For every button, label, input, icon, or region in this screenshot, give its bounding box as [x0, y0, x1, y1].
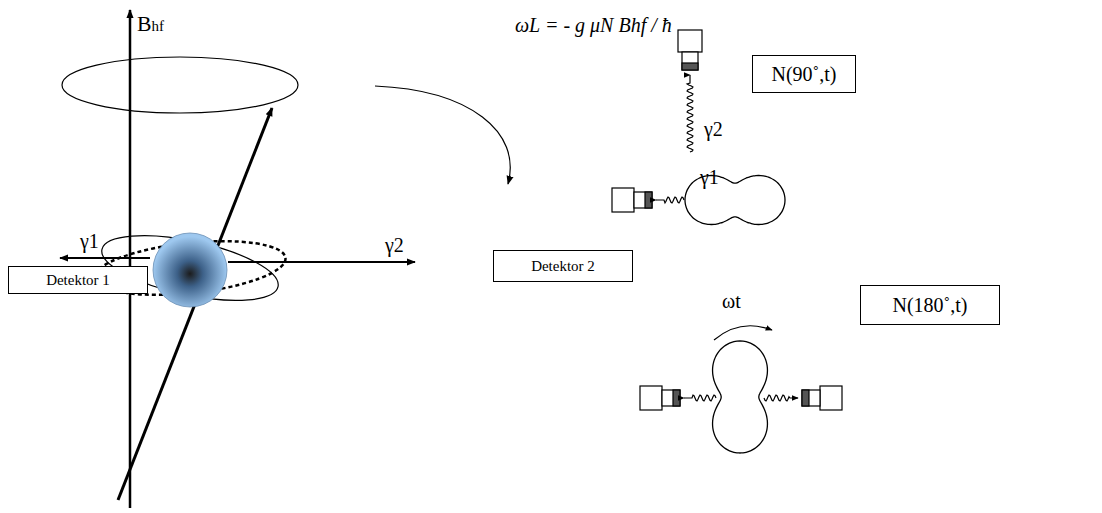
formula: ωL = - g μN Bhf / ħ	[515, 14, 672, 37]
count-rate-box: N(180˚,t)	[860, 285, 1000, 325]
detector-crystal	[645, 192, 652, 208]
spin-vector	[118, 108, 272, 500]
detector-neck	[634, 192, 652, 208]
gamma-label: γ2	[385, 234, 404, 257]
angular-distribution	[713, 341, 768, 453]
detector-crystal	[802, 390, 809, 406]
gamma-label: γ2	[704, 118, 723, 141]
nucleus	[153, 233, 227, 307]
gamma-label: γ1	[80, 230, 99, 253]
detector-body	[678, 30, 702, 52]
detector-icon	[678, 30, 702, 70]
detector-body	[612, 188, 634, 212]
detector-crystal	[673, 390, 680, 406]
count-rate-box: N(90˚,t)	[752, 55, 856, 93]
detector-icon	[802, 386, 842, 410]
gamma-ray	[684, 395, 716, 401]
rotation-arrow	[375, 86, 510, 184]
box-label: Detektor 1	[46, 272, 110, 289]
detector-body	[820, 386, 842, 410]
rotation-arrow	[714, 326, 772, 340]
detector-neck	[802, 390, 820, 406]
box-label: N(180˚,t)	[893, 294, 968, 317]
detector-crystal	[682, 63, 698, 70]
detector-box: Detektor 2	[493, 250, 633, 282]
detector-neck	[662, 390, 680, 406]
precession-ellipse	[62, 57, 298, 113]
detector-icon	[612, 188, 652, 212]
box-label: Detektor 2	[531, 258, 595, 275]
detector-icon	[640, 386, 680, 410]
gamma-label: γ1	[700, 166, 719, 189]
detector-box: Detektor 1	[8, 266, 148, 294]
detector-neck	[682, 52, 698, 70]
detector-body	[640, 386, 662, 410]
gamma-ray	[687, 75, 693, 152]
field-label: Bhf	[137, 12, 164, 37]
gamma-ray	[764, 395, 798, 401]
angle-label: ωt	[722, 290, 741, 313]
gamma-ray	[656, 197, 684, 203]
box-label: N(90˚,t)	[772, 63, 837, 86]
